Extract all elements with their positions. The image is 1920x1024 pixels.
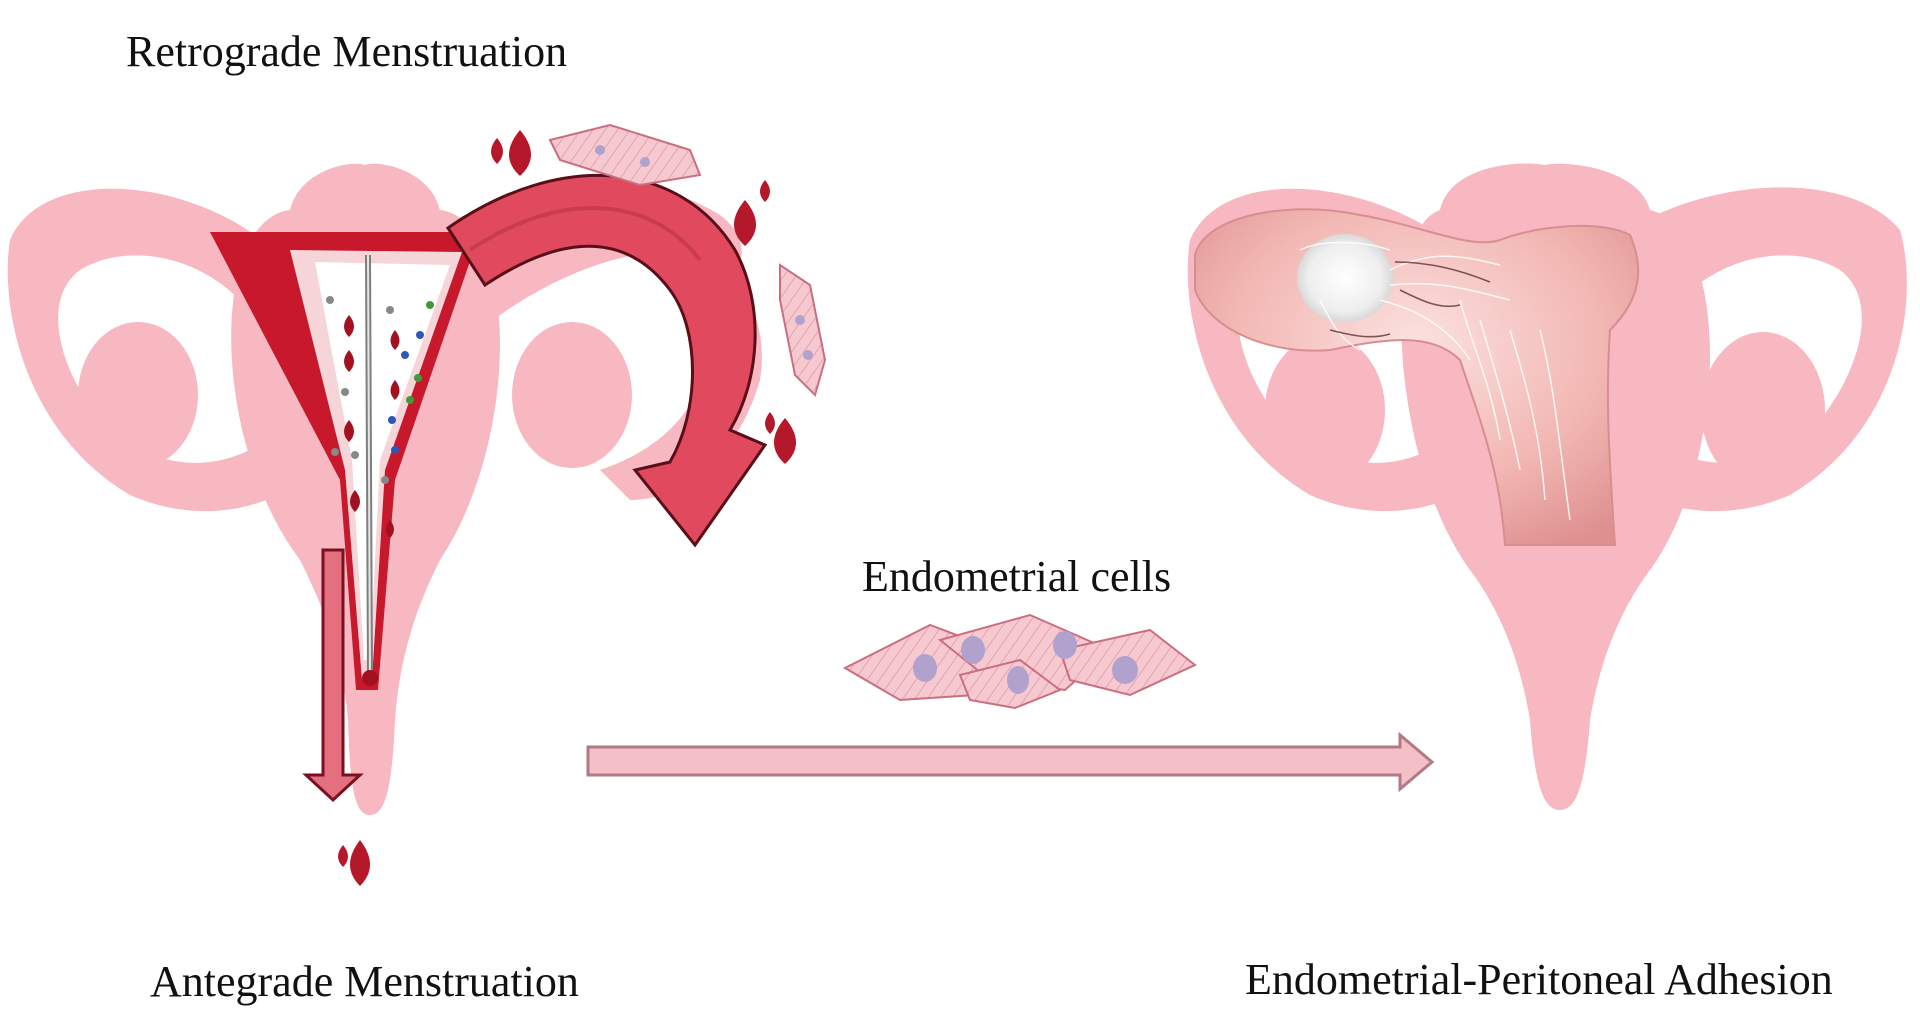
antegrade-droplets: [338, 840, 370, 886]
label-antegrade-menstruation: Antegrade Menstruation: [150, 957, 579, 1006]
uterus-left-left-tube: [7, 188, 301, 512]
retrograde-tissue: [548, 123, 827, 397]
cavity-particles: [326, 296, 434, 484]
uterus-right-right-ovary: [1701, 332, 1825, 488]
uterus-left-cavity: [210, 232, 480, 690]
progression-arrow: [586, 731, 1435, 793]
antegrade-arrow: [302, 548, 364, 803]
uterus-right: [1187, 163, 1907, 810]
uterus-right-left-ovary: [1265, 335, 1385, 485]
label-retrograde-menstruation: Retrograde Menstruation: [126, 27, 568, 76]
adhesion-fibers: [1299, 241, 1571, 521]
uterus-left-right-ovary: [512, 322, 632, 468]
label-endometrial-peritoneal-adhesion: Endometrial-Peritoneal Adhesion: [1245, 955, 1833, 1004]
uterus-left: [7, 163, 762, 815]
adhesion-dark-strands: [1329, 261, 1491, 338]
label-endometrial-cells: Endometrial cells: [862, 552, 1172, 601]
adhesion-cyst: [1297, 234, 1393, 322]
cavity-droplets: [344, 315, 400, 538]
retrograde-droplets: [491, 130, 796, 464]
canal-end: [362, 670, 378, 686]
endometrial-cells-cluster: [842, 613, 1197, 710]
uterus-left-left-ovary: [78, 322, 198, 468]
